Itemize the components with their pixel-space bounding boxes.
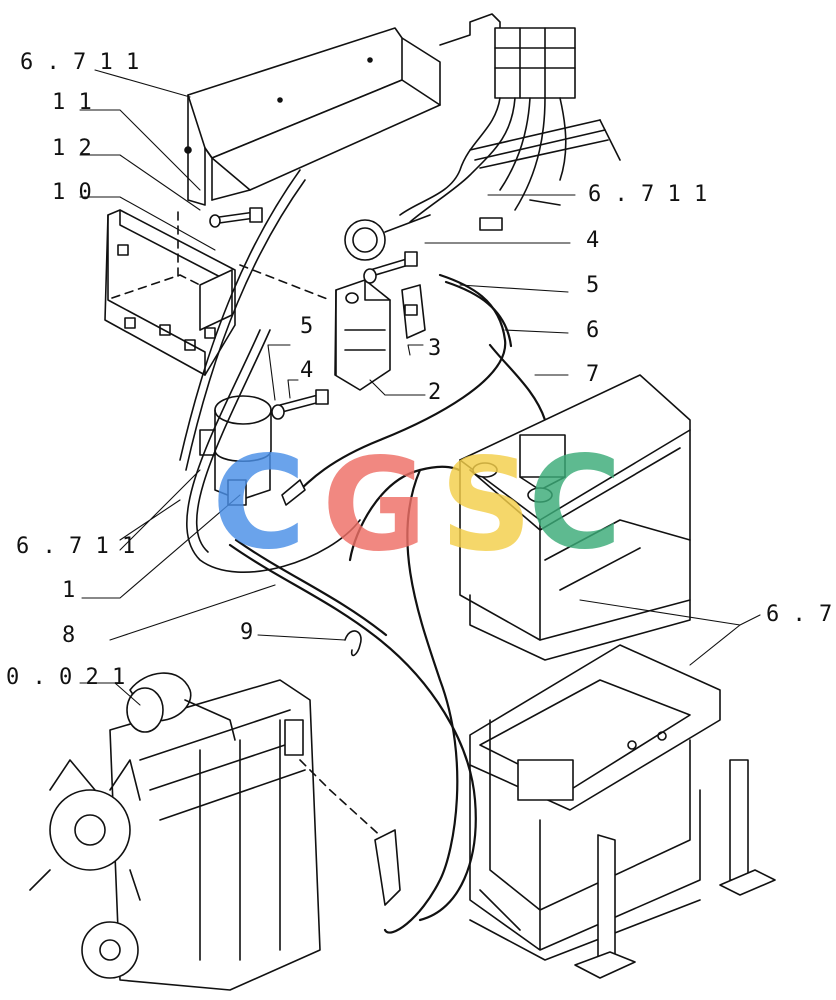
callout-2: 2	[428, 380, 442, 405]
callout-3: 3	[428, 336, 442, 361]
battery-lower	[469, 644, 721, 961]
harness-loop	[186, 329, 361, 573]
watermark-letter-c2: C	[528, 429, 622, 578]
leader-lines	[79, 69, 761, 706]
callout-12: 1 2	[52, 136, 92, 161]
bolt-12	[209, 207, 263, 228]
mounting-posts	[574, 759, 776, 979]
cable-clip-9	[344, 630, 362, 657]
callout-5-right: 5	[586, 273, 600, 298]
mounting-bracket	[184, 27, 441, 206]
bolt-4-top	[363, 251, 418, 284]
callout-10: 1 0	[52, 180, 92, 205]
callout-6711-left: 6 . 7 1 1	[16, 534, 136, 559]
callout-6: 6	[586, 318, 600, 343]
callout-5-left: 5	[300, 314, 314, 339]
callout-9: 9	[240, 620, 254, 645]
bolt-4-left	[271, 389, 329, 420]
relay-plate	[104, 209, 236, 376]
callout-7: 7	[586, 362, 600, 387]
callout-4-left: 4	[300, 358, 314, 383]
battery-cables	[228, 273, 592, 934]
wiring-harness	[344, 13, 621, 261]
callout-67: 6 . 7	[766, 602, 833, 627]
callout-6711-top: 6 . 7 1 1	[20, 50, 140, 75]
fuse-holder	[334, 279, 391, 391]
callout-1: 1	[62, 578, 76, 603]
fuse	[401, 284, 426, 339]
callout-0021: 0 . 0 2 1	[6, 665, 126, 690]
battery-upper	[459, 374, 691, 661]
watermark-letter-g: G	[322, 431, 428, 580]
callout-8: 8	[62, 623, 76, 648]
callout-4-top: 4	[586, 228, 600, 253]
callout-6711-right: 6 . 7 1 1	[588, 182, 708, 207]
engine	[29, 672, 401, 991]
watermark-letter-s: S	[440, 431, 533, 580]
callout-11: 1 1	[52, 90, 92, 115]
watermark-letter-c1: C	[212, 429, 306, 578]
